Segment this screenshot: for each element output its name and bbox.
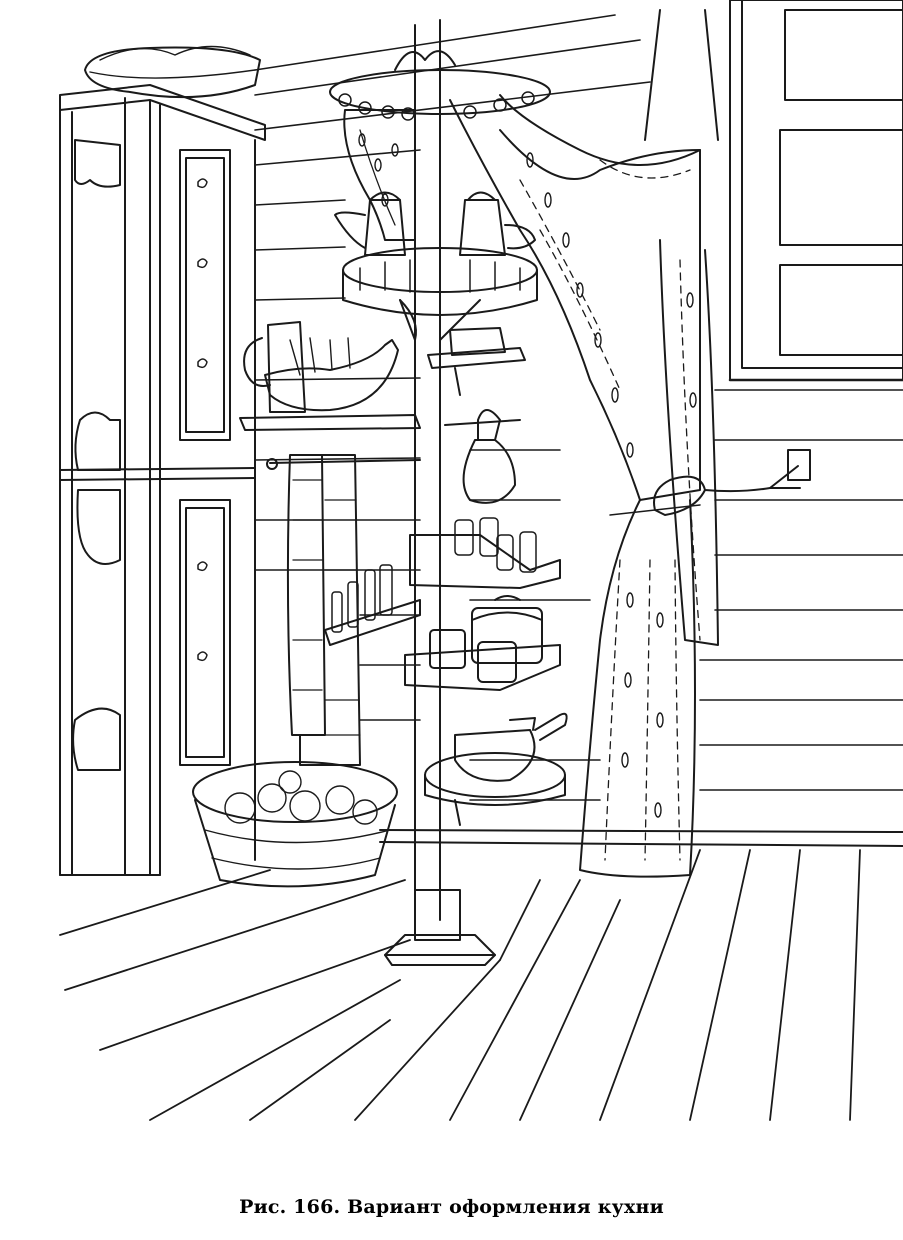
top-basket — [84, 45, 261, 99]
knife-rack — [324, 564, 421, 646]
shelf-canisters — [404, 595, 561, 691]
wall-shelf — [239, 321, 421, 470]
shelf-small-1 — [427, 327, 526, 396]
center-pole — [384, 19, 496, 966]
shelf-pot — [424, 712, 568, 826]
wall-hook — [704, 449, 811, 493]
kitchen-illustration — [59, 0, 903, 1121]
shelf-spices — [409, 517, 561, 589]
curtain-left — [343, 109, 416, 241]
wall-planks — [254, 14, 903, 847]
top-ring — [329, 50, 551, 121]
shelf-coffee-pots — [334, 191, 538, 341]
figure-caption: Рис. 166. Вариант оформления кухни — [239, 1196, 664, 1218]
cupboard — [59, 84, 266, 876]
vegetable-basket — [192, 761, 398, 888]
floor-boards — [59, 849, 861, 1121]
towel — [286, 454, 361, 766]
hanging-rod — [644, 9, 719, 141]
window-frame — [728, 0, 903, 382]
hanging-bag — [444, 409, 521, 504]
curtain-main — [449, 94, 719, 878]
